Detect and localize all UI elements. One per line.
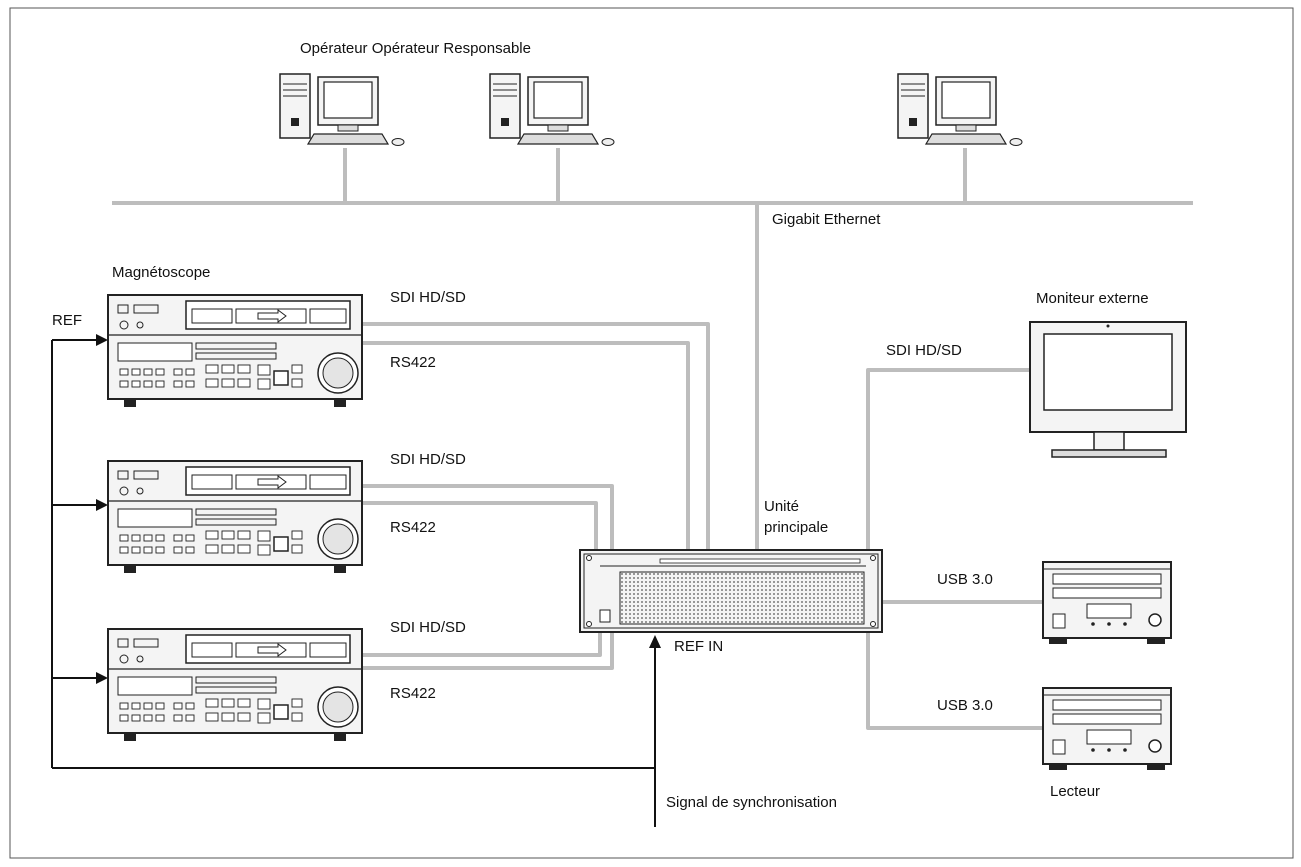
vtr1-sdi-cable — [362, 322, 710, 550]
player-label: Lecteur — [1050, 783, 1101, 800]
vtr1-sdi-label: SDI HD/SD — [390, 289, 466, 306]
operators-label: Opérateur Opérateur Responsable — [300, 40, 531, 57]
vtr2-sdi-label: SDI HD/SD — [390, 451, 466, 468]
operator-pc-2 — [489, 73, 615, 147]
usb2-label: USB 3.0 — [937, 697, 993, 714]
usb-drive-2 — [1042, 687, 1172, 771]
external-monitor — [1029, 321, 1187, 458]
ref-lines — [51, 339, 656, 827]
vtr3-rs422-label: RS422 — [390, 685, 436, 702]
gigabit-ethernet-label: Gigabit Ethernet — [772, 211, 881, 228]
vtr1-rs422-label: RS422 — [390, 354, 436, 371]
usb1-label: USB 3.0 — [937, 571, 993, 588]
vtr2-rs422-label: RS422 — [390, 519, 436, 536]
main-unit-label-line2: principale — [764, 519, 829, 536]
vtr-label: Magnétoscope — [112, 264, 211, 281]
monitor-sdi-label: SDI HD/SD — [886, 342, 962, 359]
vtr3-sdi-label: SDI HD/SD — [390, 619, 466, 636]
vtr2-rs422-cable — [362, 501, 598, 604]
vtr1-rs422-cable — [362, 341, 690, 550]
ref-in-label: REF IN — [674, 638, 724, 655]
ref-arrowheads — [96, 334, 661, 684]
monitor-sdi-cable — [866, 368, 1030, 550]
ref-label: REF — [52, 312, 82, 329]
sync-signal-label: Signal de synchronisation — [666, 794, 837, 811]
usb2-cable — [866, 632, 1043, 730]
main-unit-label-line1: Unité — [764, 498, 800, 515]
diagram-frame — [9, 7, 1294, 859]
monitor-label: Moniteur externe — [1036, 290, 1149, 307]
operator-pc-1 — [279, 73, 405, 147]
vtr-1 — [107, 294, 363, 408]
usb-drive-1 — [1042, 561, 1172, 645]
supervisor-pc — [897, 73, 1023, 147]
vtr-3 — [107, 628, 363, 742]
vtr-2 — [107, 460, 363, 574]
main-unit — [579, 549, 883, 633]
